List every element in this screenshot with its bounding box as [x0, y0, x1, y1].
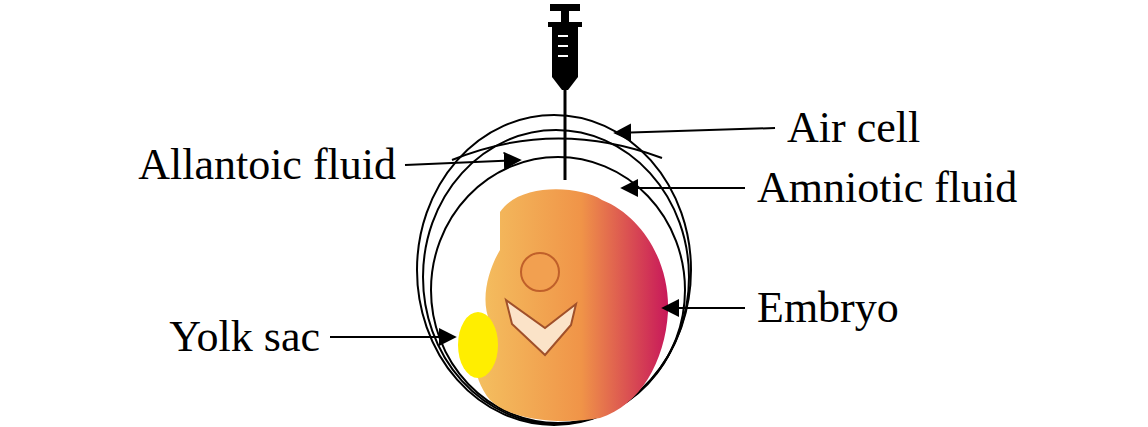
embryo-body — [475, 189, 668, 421]
leader-line — [330, 336, 455, 338]
syringe — [548, 4, 582, 180]
shell-membrane — [423, 130, 689, 424]
embryo-label: Embryo — [757, 286, 899, 330]
yolk-sac — [458, 312, 498, 378]
leader-line — [615, 128, 775, 133]
embryo-eye — [521, 253, 559, 291]
leader-line — [622, 187, 745, 189]
amnion — [431, 157, 685, 423]
amniotic-fluid-label: Amniotic fluid — [757, 166, 1017, 210]
yolk-sac-label: Yolk sac — [169, 315, 320, 359]
leader-line — [663, 307, 745, 309]
air-cell-label: Air cell — [787, 106, 920, 150]
leader-line — [405, 160, 520, 165]
allantoic-fluid-label: Allantoic fluid — [138, 143, 396, 187]
air-cell-membrane — [452, 138, 662, 160]
egg-shell — [417, 115, 691, 425]
embryo-limb — [506, 300, 576, 355]
